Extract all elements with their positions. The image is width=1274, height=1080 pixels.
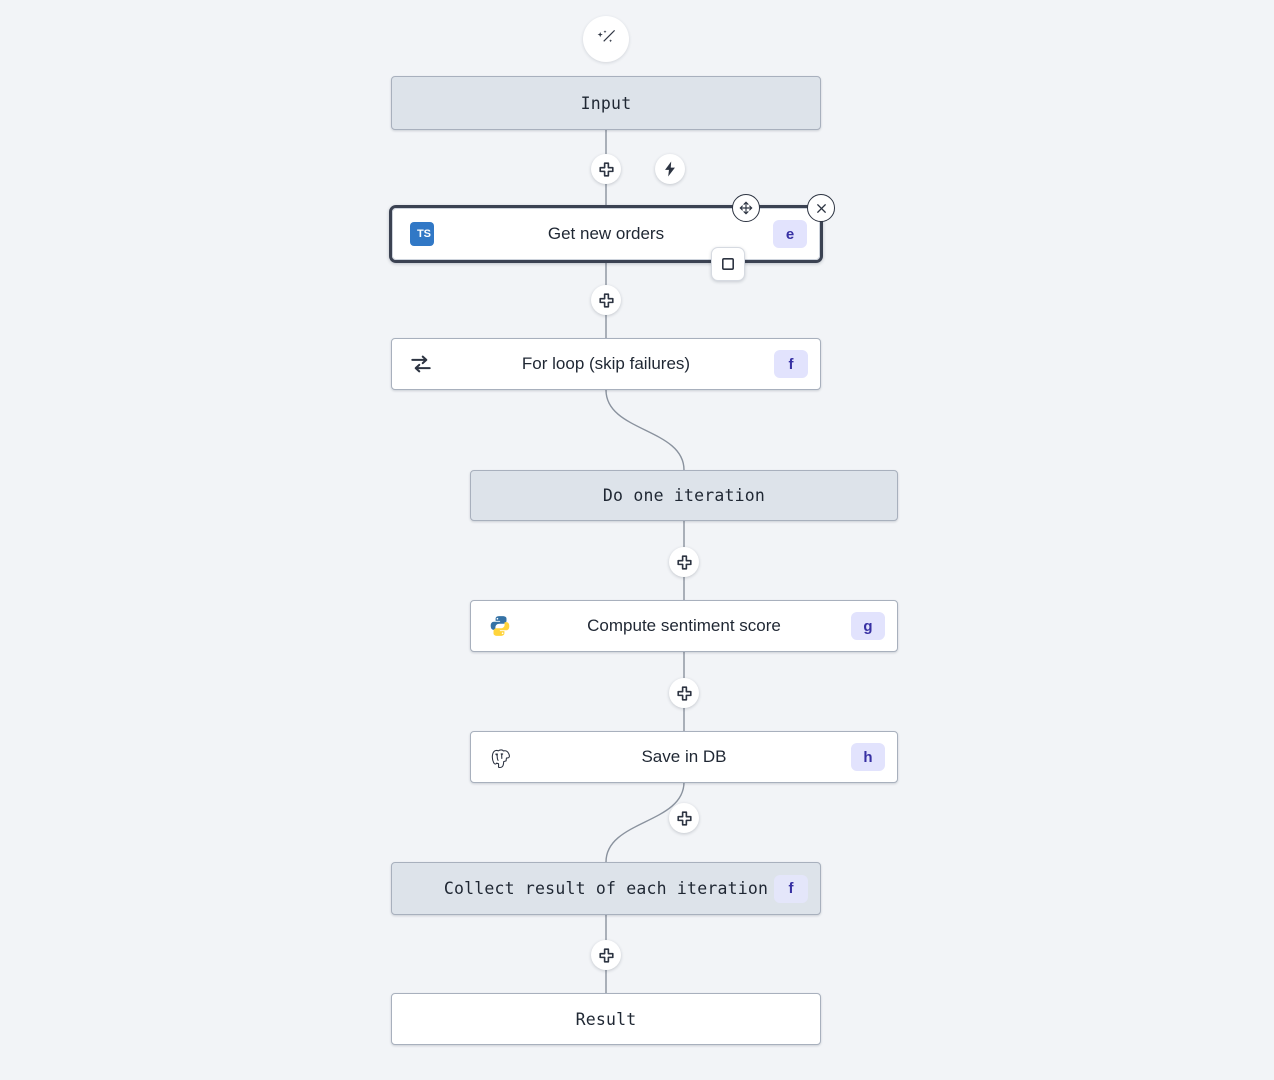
python-icon [487, 613, 513, 639]
add-step-button-after-db[interactable] [669, 803, 699, 833]
add-step-button-after-python[interactable] [669, 678, 699, 708]
move-handle-icon [739, 201, 753, 215]
add-step-button-after-orders[interactable] [591, 285, 621, 315]
node-get-new-orders-badge[interactable]: e [773, 220, 807, 248]
edge-forloop-to-iteration [605, 389, 685, 471]
magic-wand-icon [597, 30, 615, 43]
plus-icon [676, 685, 692, 701]
node-result[interactable]: Result [391, 993, 821, 1045]
node-input[interactable]: Input [391, 76, 821, 130]
stop-step-button[interactable] [711, 247, 745, 281]
node-save-in-db-badge[interactable]: h [851, 743, 885, 771]
python-icon-glyph [490, 616, 510, 636]
node-collect-result[interactable]: Collect result of each iteration f [391, 862, 821, 915]
plus-icon [676, 554, 692, 570]
ai-assist-button[interactable] [583, 16, 629, 62]
node-for-loop-badge[interactable]: f [774, 350, 808, 378]
node-get-new-orders-label: Get new orders [547, 224, 665, 243]
node-collect-result-label: Collect result of each iteration [443, 879, 769, 898]
lightning-bolt-icon [665, 161, 675, 177]
node-compute-sentiment-score-badge[interactable]: g [851, 612, 885, 640]
node-for-loop[interactable]: For loop (skip failures) f [391, 338, 821, 390]
postgresql-icon-glyph [491, 749, 510, 769]
plus-icon [676, 810, 692, 826]
node-do-one-iteration-label: Do one iteration [602, 486, 766, 505]
loop-repeat-icon-glyph [411, 355, 431, 373]
node-result-label: Result [575, 1009, 637, 1029]
plus-icon [598, 161, 614, 177]
loop-repeat-icon [408, 351, 434, 377]
add-step-button-before-result[interactable] [591, 940, 621, 970]
node-input-label: Input [580, 93, 632, 113]
node-compute-sentiment-score[interactable]: Compute sentiment score g [470, 600, 898, 652]
remove-node-button[interactable] [807, 194, 835, 222]
add-step-button-after-iteration[interactable] [669, 547, 699, 577]
move-node-handle[interactable] [732, 194, 760, 222]
node-save-in-db-label: Save in DB [641, 747, 727, 766]
trigger-button[interactable] [655, 154, 685, 184]
typescript-icon-text: TS [410, 222, 434, 246]
close-x-icon [816, 203, 826, 213]
plus-icon [598, 947, 614, 963]
node-collect-result-badge[interactable]: f [774, 874, 808, 903]
postgresql-icon [487, 744, 513, 770]
node-for-loop-label: For loop (skip failures) [521, 354, 691, 373]
typescript-icon: TS [409, 221, 435, 247]
node-do-one-iteration[interactable]: Do one iteration [470, 470, 898, 521]
plus-icon [598, 292, 614, 308]
node-compute-sentiment-score-label: Compute sentiment score [587, 616, 781, 635]
node-save-in-db[interactable]: Save in DB h [470, 731, 898, 783]
stop-square-icon [722, 258, 734, 270]
add-step-button-after-input[interactable] [591, 154, 621, 184]
